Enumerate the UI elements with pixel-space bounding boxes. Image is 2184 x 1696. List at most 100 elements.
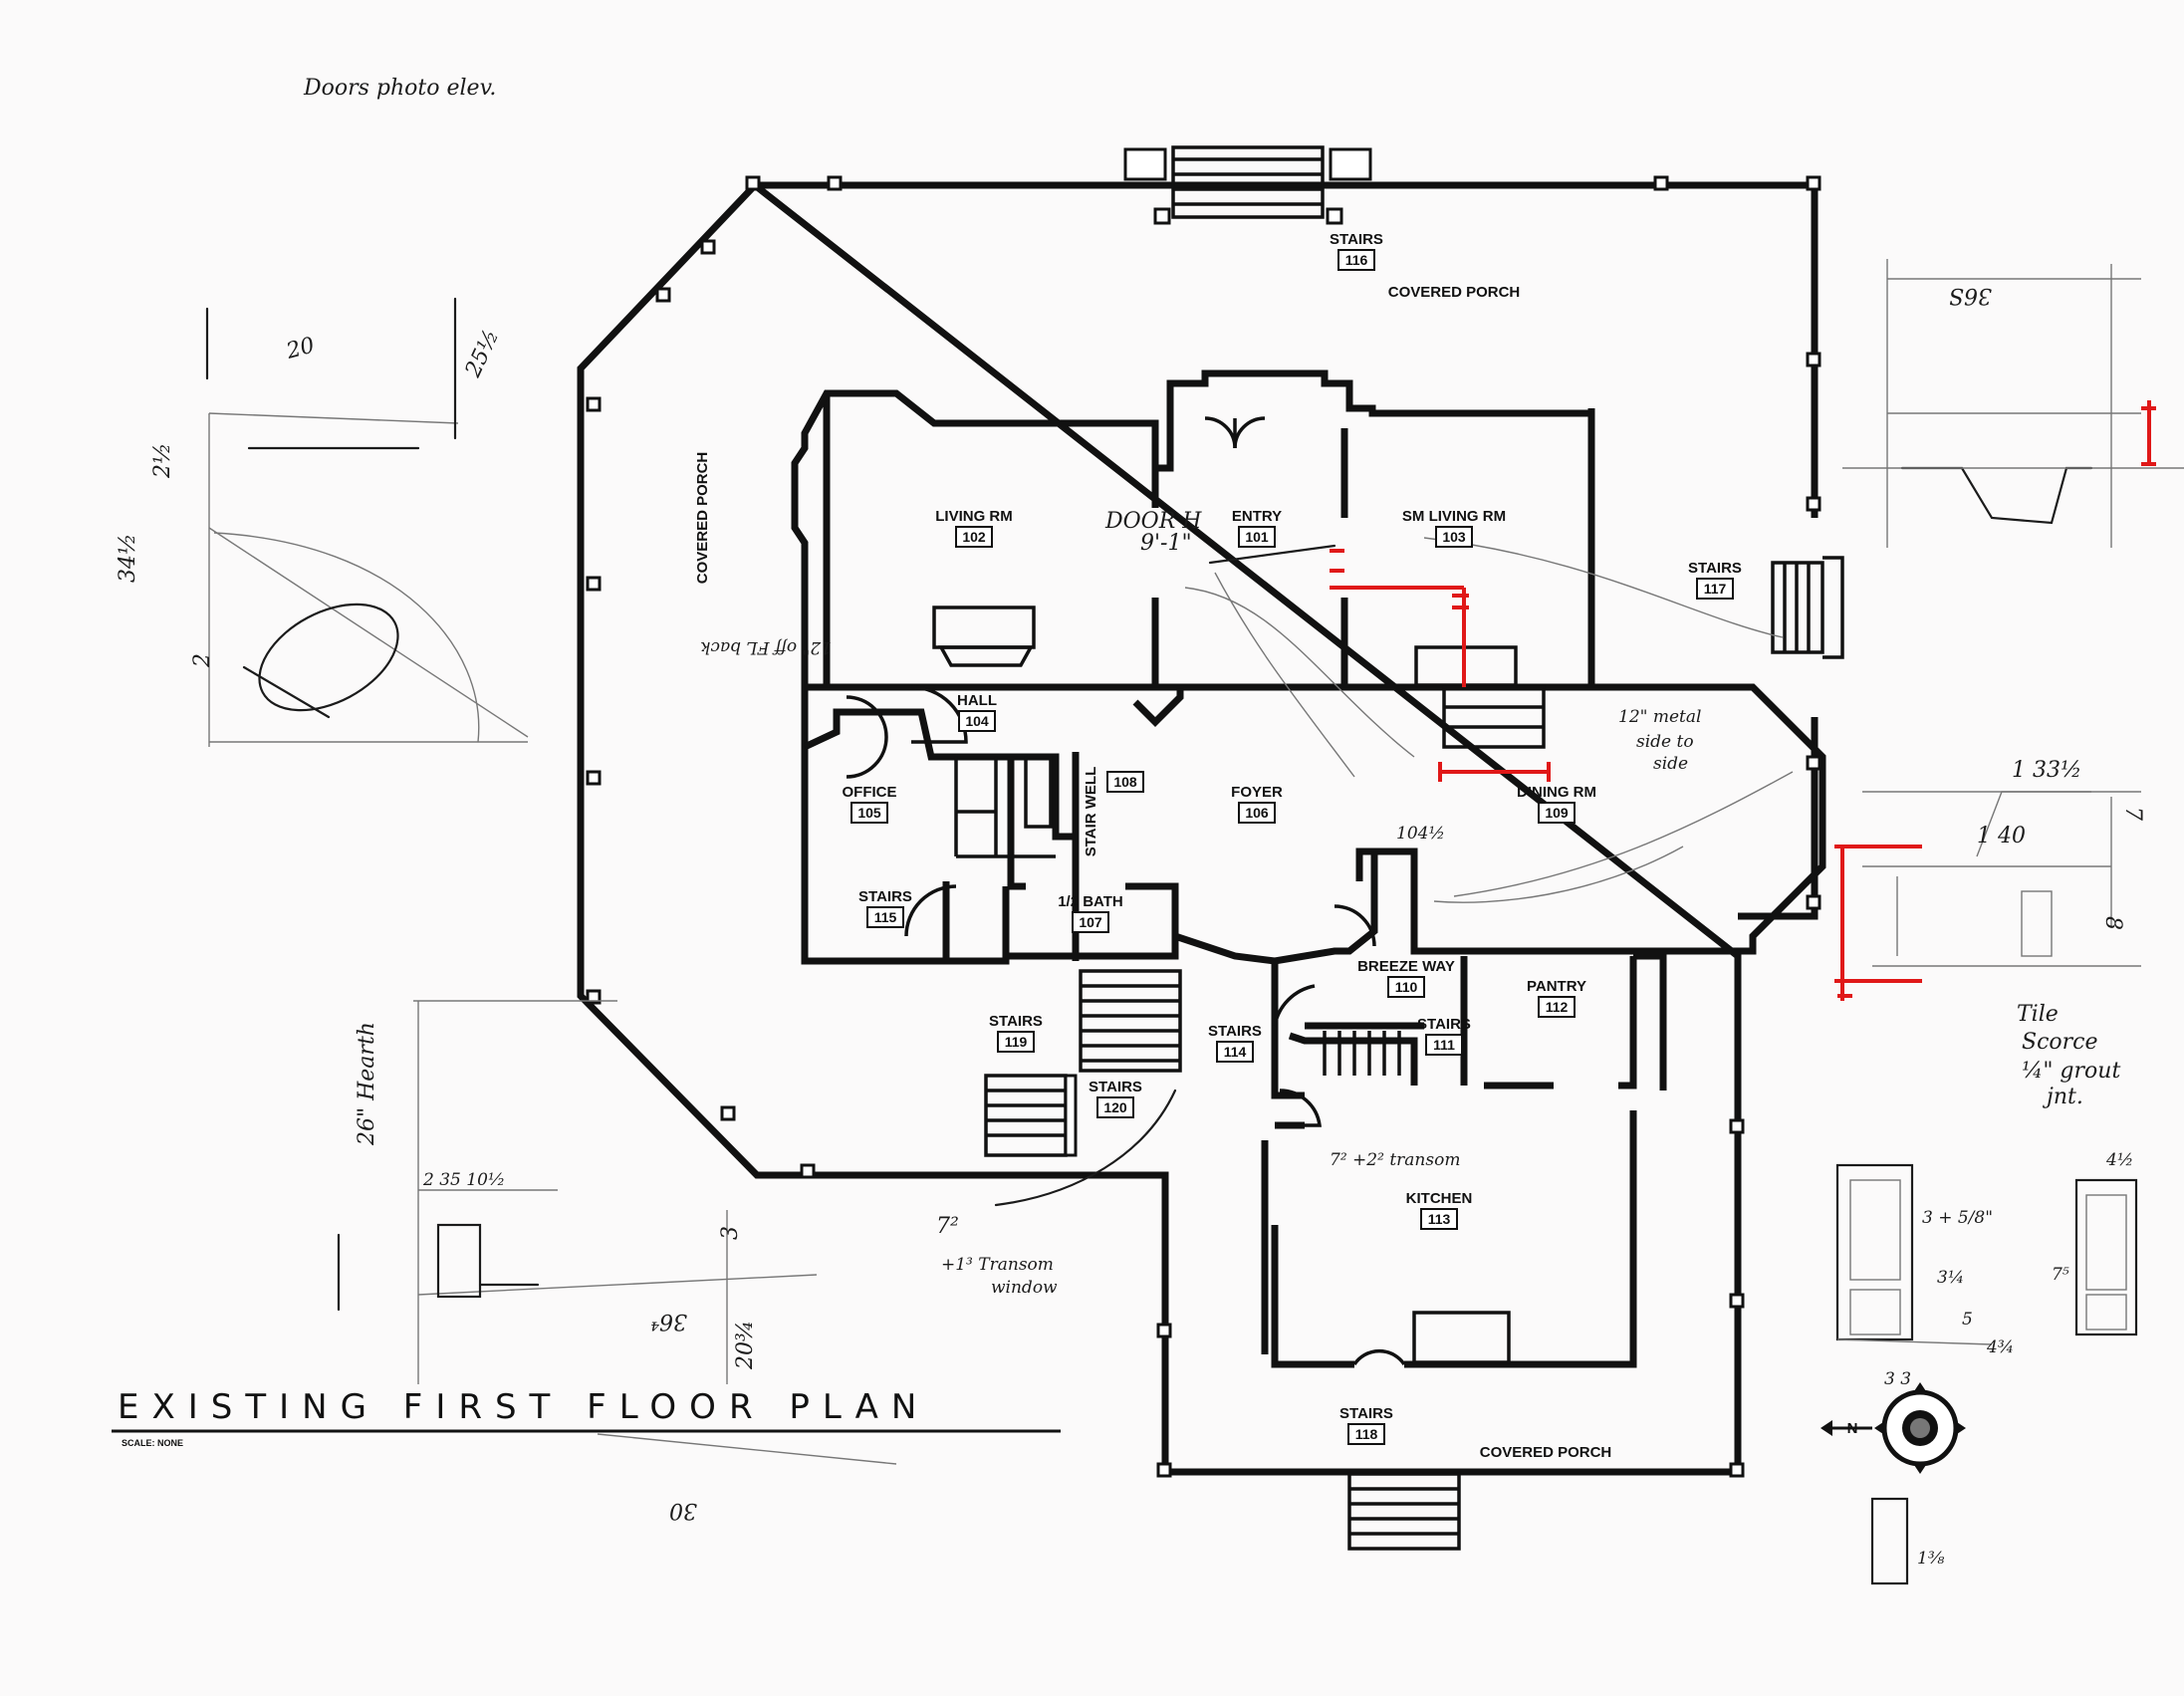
dim-104: 104½	[1396, 824, 1445, 844]
kitchen-west-wall	[1261, 1022, 1424, 1354]
sketch-mantel-profile: 36S	[1842, 259, 2184, 548]
dim-7: 7	[2120, 807, 2145, 821]
dim-8: 8	[2100, 916, 2125, 930]
room-number: 107	[1079, 914, 1102, 930]
room-label-1: COVERED PORCH	[1388, 284, 1521, 301]
room-number: 105	[857, 805, 881, 821]
porch-left-label: COVERED PORCH	[694, 452, 711, 585]
tile-note: Tile Scorce ¼" grout jnt.	[2017, 1002, 2120, 1109]
transom-note-2: window	[991, 1278, 1058, 1298]
stairs-117-steps	[1771, 556, 1844, 659]
room-number-box	[1347, 1423, 1385, 1445]
room-number: 119	[1005, 1034, 1028, 1050]
dim-30: 30	[669, 1498, 697, 1523]
compass-north-label: N	[1847, 1420, 1858, 1437]
room-106: FOYER 106	[1231, 784, 1283, 824]
sketch-hearth-elevation: 26" Hearth 2 35 10¹⁄₂ 36⁴ 30 20¾ 3	[337, 1000, 897, 1523]
center-walls	[1151, 428, 1349, 691]
door-swings	[846, 416, 1406, 1366]
room-number-box	[1072, 911, 1109, 933]
room-number: 114	[1224, 1044, 1247, 1060]
room-number: 101	[1245, 529, 1269, 545]
room-number-box	[1696, 578, 1734, 600]
dim-36: 36⁴	[650, 1309, 687, 1333]
dim-75: 7⁵	[2052, 1265, 2069, 1285]
red-markups	[1330, 400, 2156, 1001]
room-label: HALL	[957, 692, 997, 709]
porch-posts	[586, 175, 1821, 1478]
dim-3: 3	[718, 1226, 743, 1240]
dim-33: 3 3	[1884, 1369, 1911, 1389]
room-label: STAIRS	[1208, 1023, 1262, 1040]
room-number-box	[1420, 1208, 1458, 1230]
dim-45: 4½	[2105, 1150, 2133, 1170]
room-number-box	[1216, 1041, 1254, 1063]
transom-note-1: +1³ Transom	[941, 1255, 1054, 1275]
metal-note-1: 12" metal	[1618, 707, 1701, 727]
room-107: 1/2 BATH 107	[1058, 893, 1123, 933]
dim-34b: 3¼	[1937, 1268, 1964, 1288]
dim-20: 20	[283, 333, 317, 364]
room-number-box	[997, 1031, 1035, 1053]
room-label: 1/2 BATH	[1058, 893, 1123, 910]
compass-rose: N	[1820, 1382, 1966, 1474]
stair-well-lines	[954, 755, 1056, 858]
room-number-box	[1238, 526, 1276, 548]
room-number-box	[850, 802, 888, 824]
fireplaces	[932, 606, 1546, 1364]
room-108: STAIR WELL 108	[1083, 767, 1144, 857]
room-number: 103	[1442, 529, 1466, 545]
room-number: 106	[1245, 805, 1269, 821]
dim-365: 36S	[1949, 283, 1992, 308]
room-number-box	[1096, 1096, 1134, 1118]
room-label: PANTRY	[1527, 978, 1586, 995]
dim-5: 5	[1962, 1310, 1973, 1330]
svg-text:Tile: Tile	[2017, 1002, 2059, 1027]
room-number-box	[866, 906, 904, 928]
room-number: 111	[1433, 1037, 1455, 1053]
room-label: FOYER	[1231, 784, 1283, 801]
header-note: Doors photo elev.	[303, 76, 496, 101]
dim-20b: 20¾	[733, 1321, 758, 1370]
room-number-box	[958, 710, 996, 732]
room-number: 117	[1704, 581, 1727, 597]
living-room-walls	[791, 369, 1595, 687]
door-h-dim: 9'-1"	[1140, 531, 1192, 556]
dim-38: 3 + 5/8"	[1922, 1208, 1993, 1228]
dim-35: 2 35 10¹⁄₂	[422, 1170, 505, 1190]
dim-34: 34½	[116, 534, 140, 583]
room-label: STAIRS	[1089, 1079, 1142, 1095]
kitchen-note: 7² +2² transom	[1330, 1150, 1460, 1170]
room-number-box	[1435, 526, 1473, 548]
room-number: 113	[1428, 1211, 1451, 1227]
office-walls	[803, 708, 1179, 961]
room-number: 109	[1545, 805, 1569, 821]
sketch-mantel-shelf: 1 33½ 1 40 7 8	[1862, 758, 2145, 967]
room-label: STAIRS	[1330, 231, 1383, 248]
room-number: 115	[874, 909, 897, 925]
hearth-note: 26" Hearth	[355, 1022, 379, 1146]
room-label-21: COVERED PORCH	[1480, 1444, 1612, 1461]
svg-text:Scorce: Scorce	[2022, 1030, 2098, 1055]
stairs-118-steps	[1347, 1472, 1461, 1551]
room-label: KITCHEN	[1406, 1190, 1473, 1207]
room-label: ENTRY	[1232, 508, 1282, 525]
dim-13: 1³⁄₈	[1917, 1549, 1944, 1569]
plan-annotations: DOOR H 9'-1" 12" off FL back 12" metal s…	[700, 509, 1794, 1298]
room-label: STAIR WELL	[1083, 767, 1099, 857]
room-label: SM LIVING RM	[1402, 508, 1506, 525]
plan-title: EXISTING FIRST FLOOR PLAN	[118, 1387, 929, 1427]
room-label: COVERED PORCH	[1388, 284, 1521, 301]
room-number-box	[1425, 1034, 1463, 1056]
room-number: 108	[1113, 774, 1137, 790]
svg-text:¼" grout: ¼" grout	[2022, 1059, 2120, 1084]
